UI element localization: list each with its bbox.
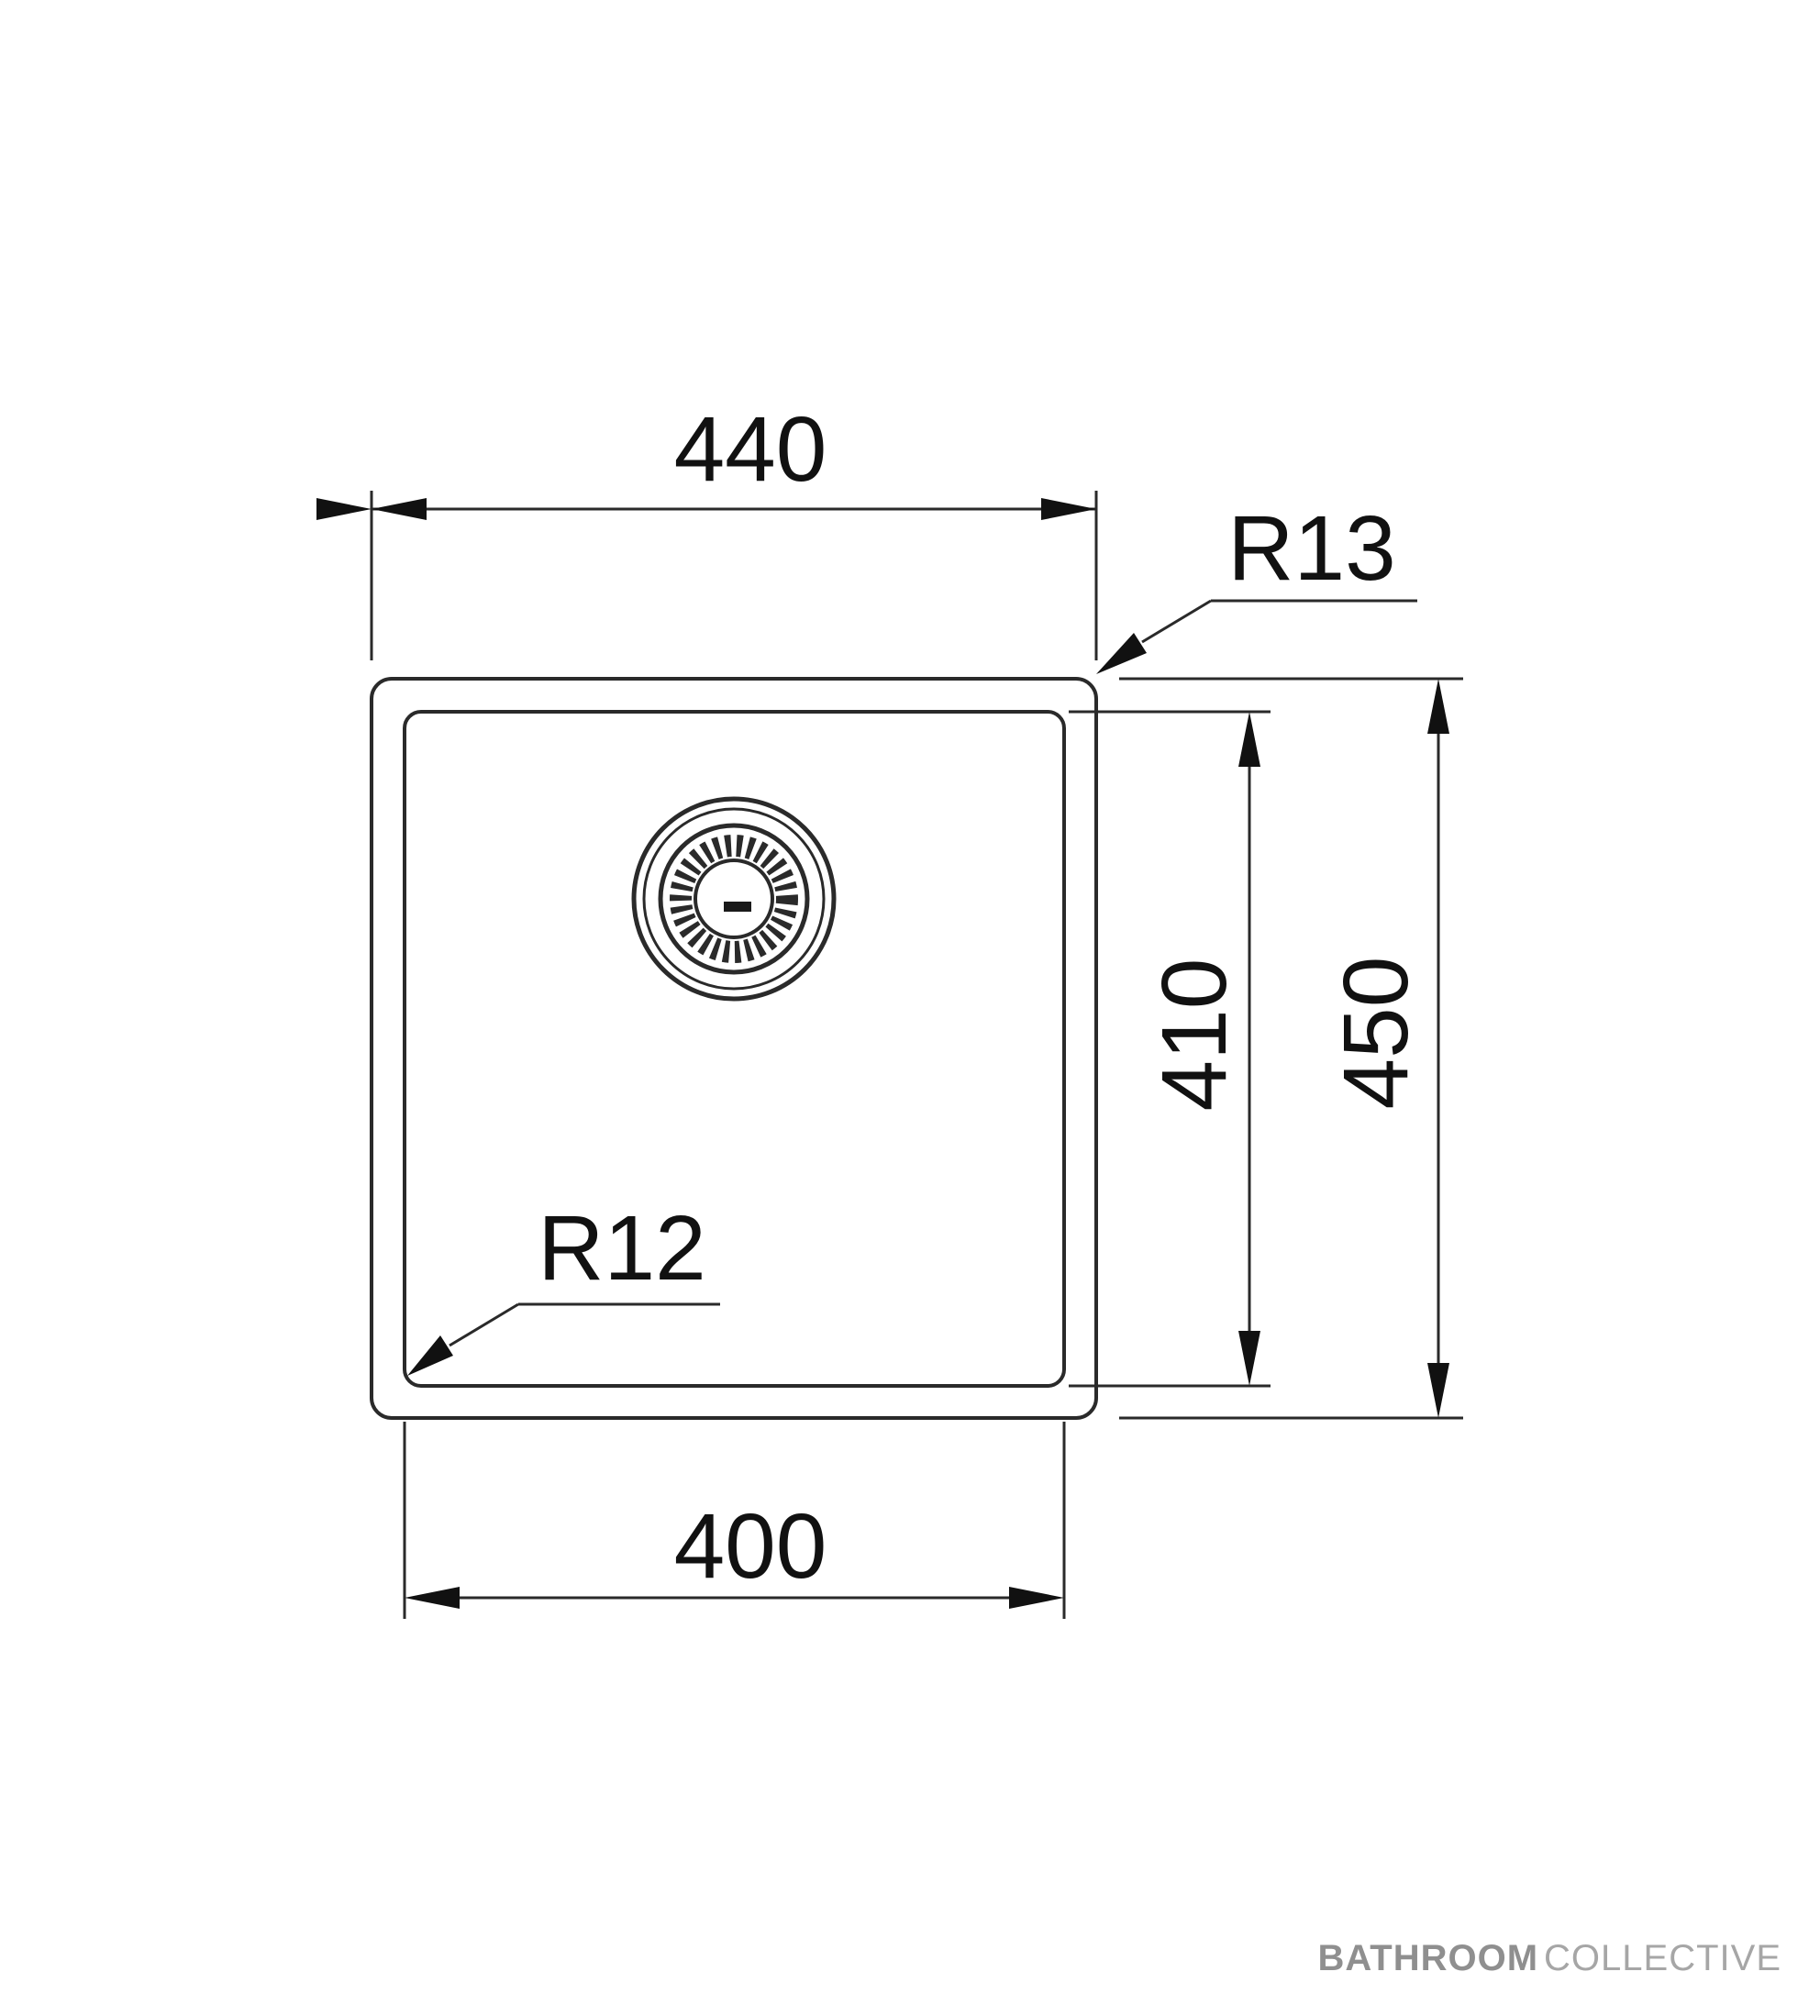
inner-width-label: 400 [674, 1495, 827, 1598]
overall-width-label: 440 [674, 398, 827, 501]
inner-depth-label: 410 [1143, 958, 1246, 1112]
sink-inner-bowl [403, 710, 1066, 1388]
overall-depth-label: 450 [1325, 957, 1427, 1110]
inner-radius-callout: R12 [407, 1197, 720, 1376]
inner-radius-label: R12 [538, 1197, 705, 1300]
overall-depth-dimension: 450 [1119, 677, 1463, 1420]
inner-width-dimension: 400 [403, 1422, 1066, 1619]
sink-outer-rim [370, 677, 1098, 1420]
drain-outlet-icon [631, 796, 837, 1002]
outer-radius-label: R13 [1227, 497, 1395, 600]
inner-depth-dimension: 410 [1069, 710, 1271, 1388]
brand-name-bold: BATHROOM [1317, 1938, 1539, 1978]
outer-radius-callout: R13 [1096, 497, 1417, 674]
brand-name-light: COLLECTIVE [1544, 1938, 1781, 1978]
overall-width-dimension: 440 [316, 398, 1098, 660]
